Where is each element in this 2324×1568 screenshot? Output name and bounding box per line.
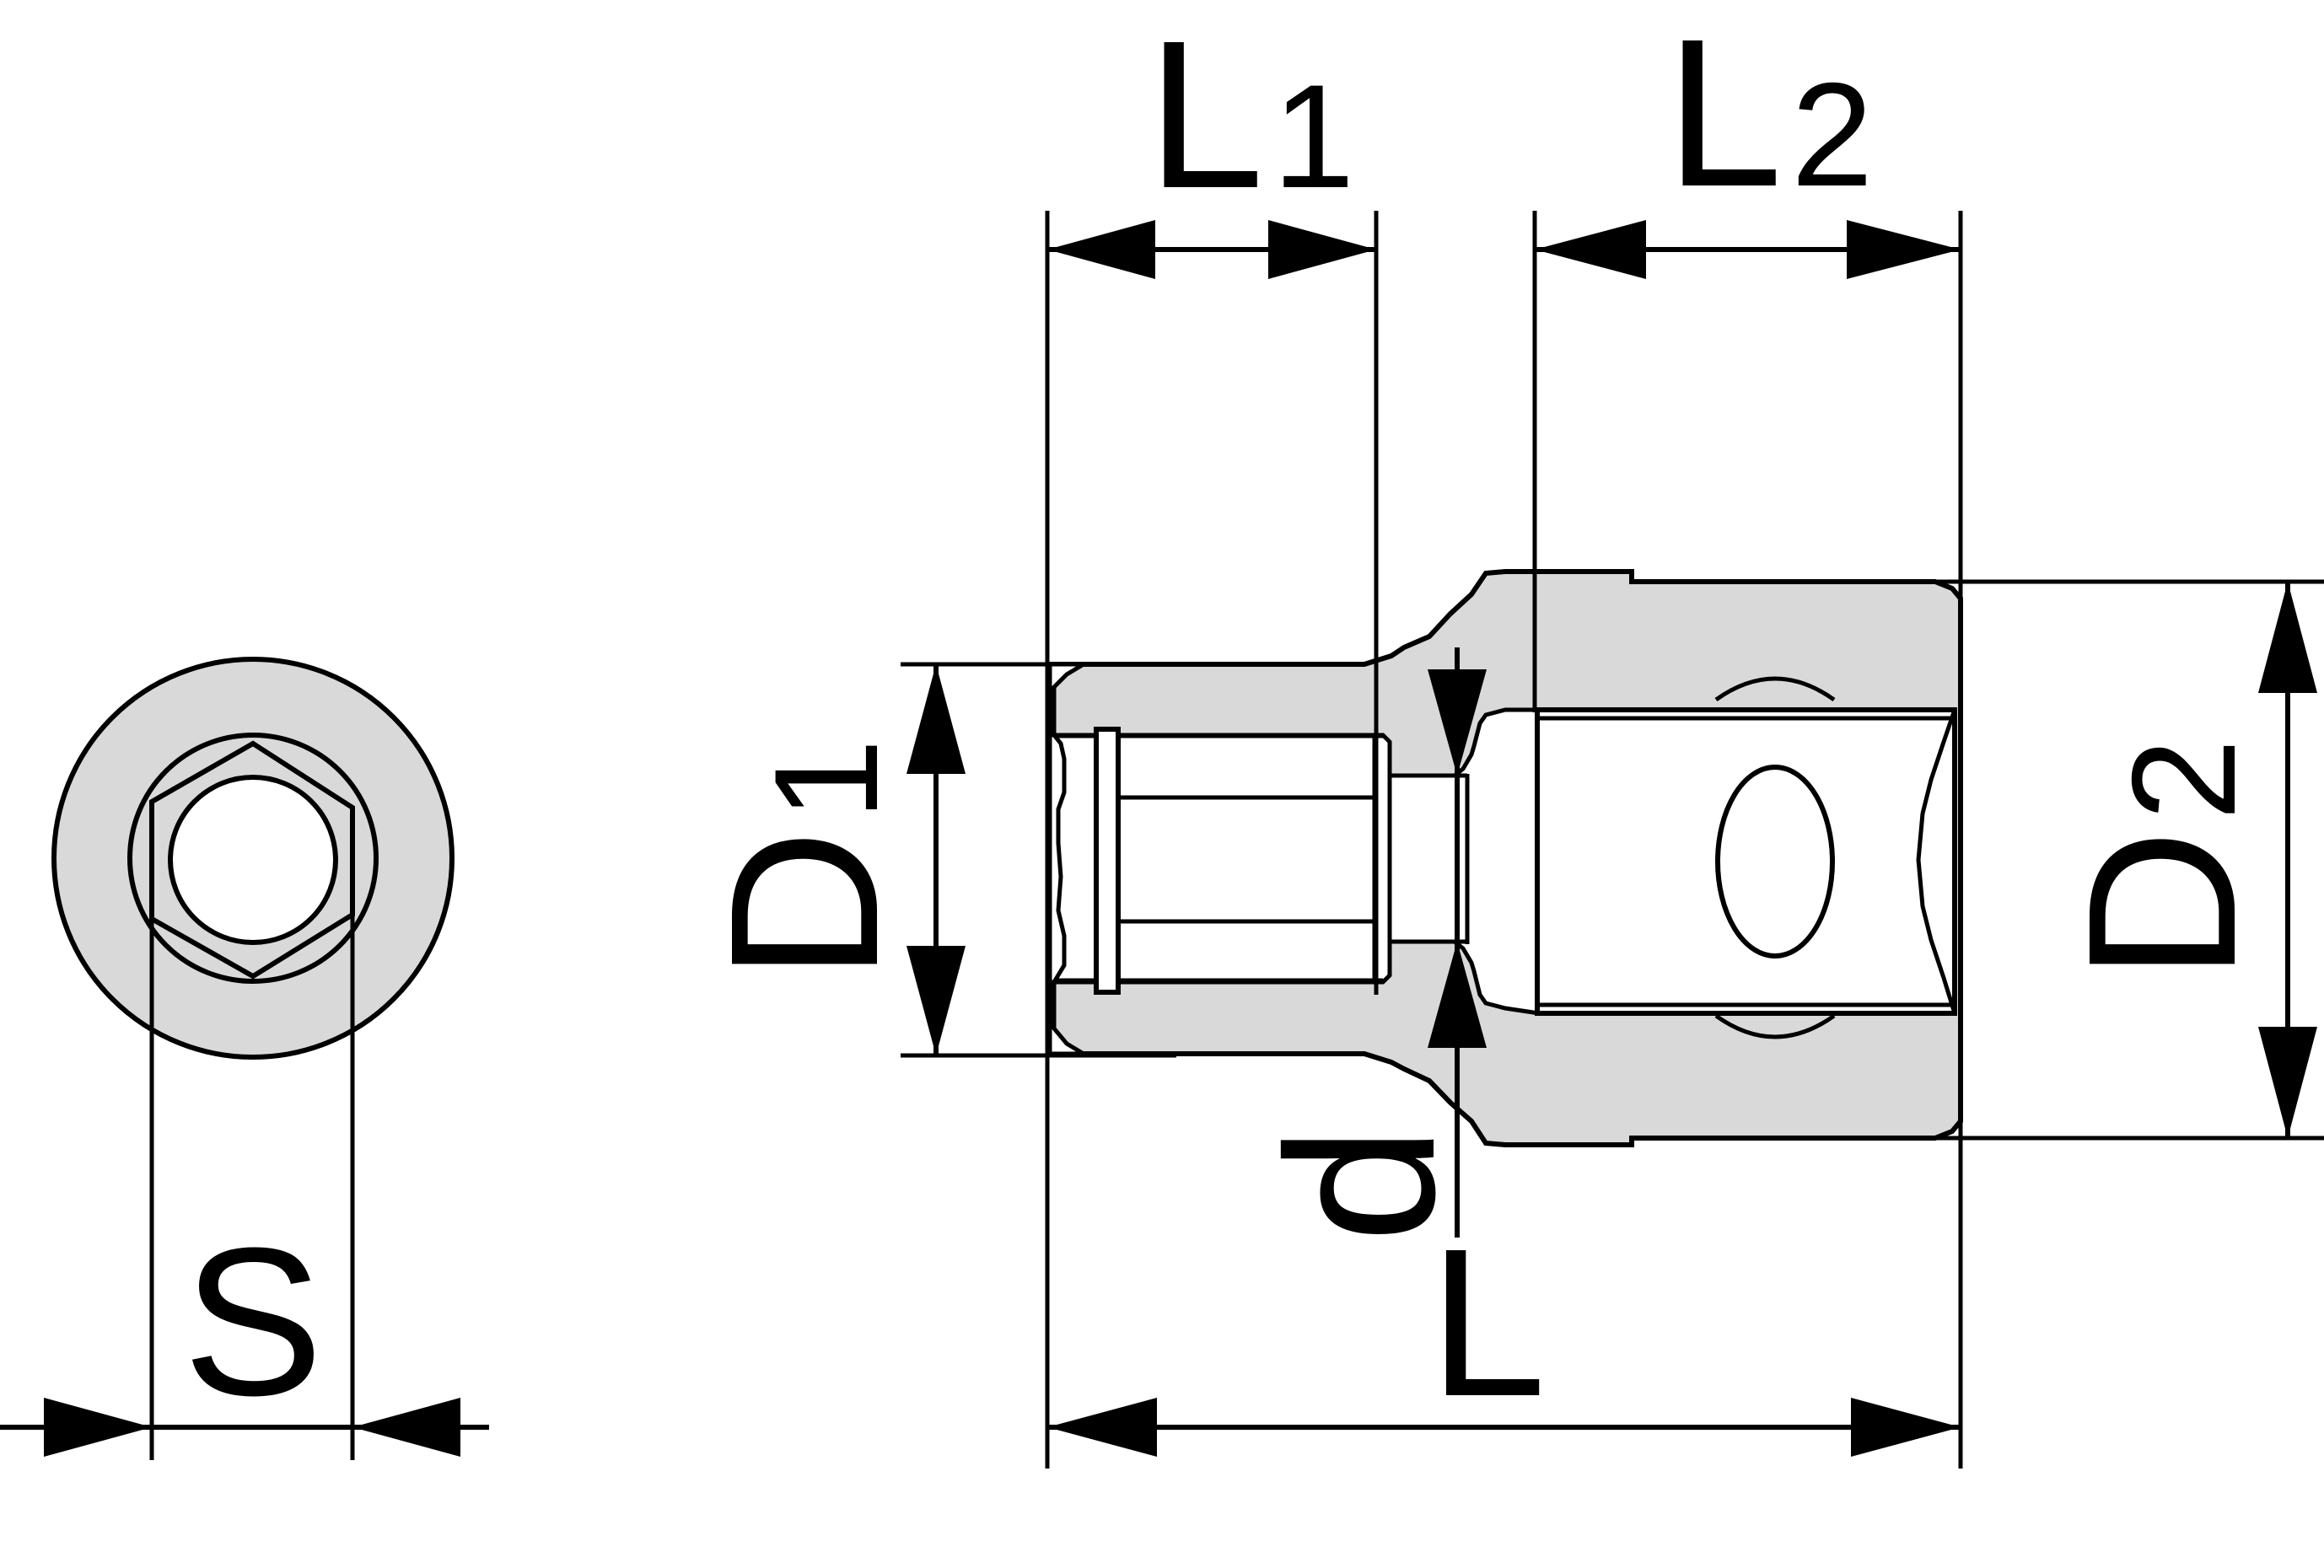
dimension-l2: L2 — [1535, 0, 1961, 279]
l1-arrow-left — [1047, 220, 1155, 279]
end-view-counterbore-circle — [127, 733, 379, 984]
l2-arrow-right — [1847, 220, 1961, 279]
label-d1: D1 — [686, 738, 922, 981]
label-l1: L1 — [1147, 0, 1354, 232]
l1-arrow-right — [1268, 220, 1376, 279]
d2-back-chamfer — [1916, 709, 1957, 1014]
extension-lines — [901, 211, 2324, 1469]
d2-arrow-bottom — [2258, 1027, 2317, 1138]
l2-arrow-left — [1535, 220, 1646, 279]
side-view — [1047, 569, 1963, 1147]
dimension-d1: D1 — [686, 664, 966, 1055]
end-view — [51, 657, 455, 1060]
l-arrow-right — [1851, 1398, 1961, 1457]
s-arrow-right — [352, 1398, 460, 1457]
ball-detent-slot — [1094, 727, 1121, 995]
cross-hole-bottom-edge — [1714, 1013, 1836, 1039]
d1-arrow-top — [906, 664, 966, 774]
dimension-l: L — [1047, 1205, 1961, 1457]
d-arrow-top — [1428, 669, 1487, 776]
dimension-l1: L1 — [1047, 0, 1376, 279]
front-chamfer — [1052, 733, 1067, 984]
d-arrow-bottom — [1428, 942, 1487, 1048]
cross-hole-top-edge — [1714, 676, 1836, 702]
d1-arrow-bottom — [906, 946, 966, 1055]
d2-arrow-top — [2258, 582, 2317, 693]
end-view-hexagon — [149, 740, 355, 980]
dimension-d-small: d — [1243, 647, 1487, 1243]
label-l2: L2 — [1665, 0, 1873, 230]
end-view-bore-circle — [168, 775, 338, 945]
label-l: L — [1428, 1205, 1546, 1440]
dimension-d2: D2 — [2044, 582, 2317, 1138]
dimension-s: S — [0, 900, 489, 1460]
s-arrow-left — [44, 1398, 152, 1457]
label-d: d — [1243, 1125, 1478, 1243]
cross-hole — [1715, 765, 1835, 959]
label-s: S — [183, 1204, 324, 1439]
label-d2: D2 — [2044, 738, 2279, 981]
l-arrow-left — [1047, 1398, 1157, 1457]
